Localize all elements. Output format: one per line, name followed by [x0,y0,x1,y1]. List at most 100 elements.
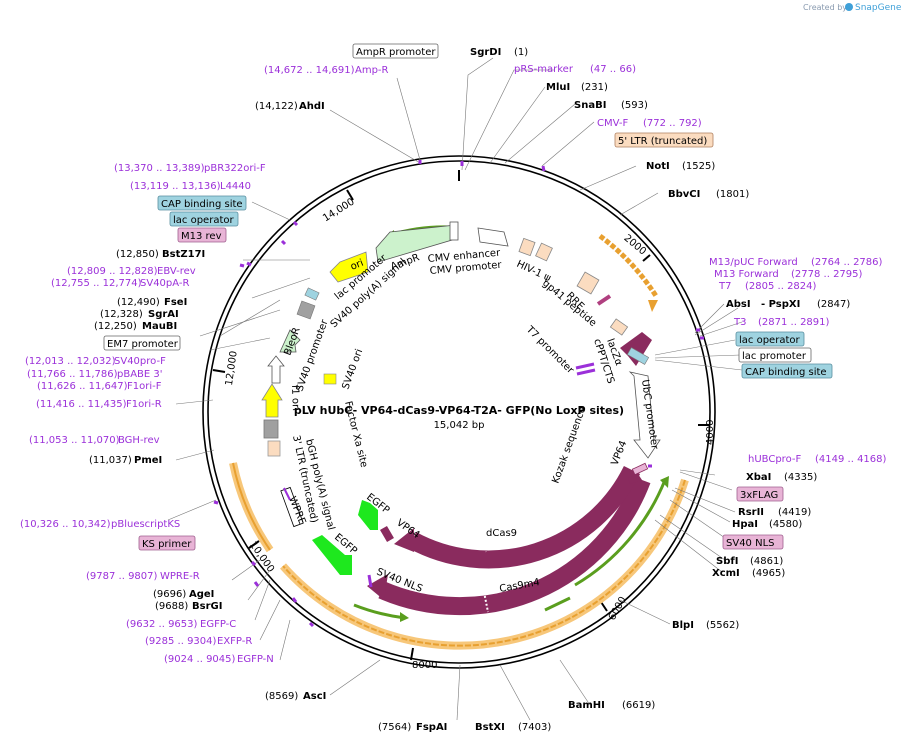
svg-text:pBR322ori-F: pBR322ori-F [204,163,266,174]
svg-text:- PspXI: - PspXI [761,299,800,310]
svg-text:M13/pUC Forward: M13/pUC Forward [709,257,798,268]
arrow-head [400,612,409,622]
svg-text:hUBCpro-F: hUBCpro-F [748,454,801,465]
site-label: (12,850)BstZ17I [116,249,205,260]
svg-text:(9632 .. 9653): (9632 .. 9653) [126,619,198,630]
svg-text:AbsI: AbsI [726,299,751,310]
feature-cas9m4 [378,476,651,616]
svg-text:(11,416 .. 11,435): (11,416 .. 11,435) [36,399,127,410]
feature-t7-mark [575,362,595,370]
svg-text:(4965): (4965) [752,568,785,579]
feature-arc-orange-line [282,479,686,647]
svg-text:AgeI: AgeI [189,589,214,600]
svg-text:CAP binding site: CAP binding site [745,367,827,378]
svg-text:F1ori-F: F1ori-F [127,381,162,392]
feature-label-vp64-a: VP64 [610,439,630,467]
svg-text:3xFLAG: 3xFLAG [740,490,778,501]
svg-text:KS primer: KS primer [142,539,192,550]
site-label: RsrII(4419) [738,507,811,518]
svg-text:(11,037): (11,037) [89,455,132,466]
feature-arc-green-right [574,479,667,587]
boxed-label: M13 rev [177,227,227,243]
svg-text:M13 Forward: M13 Forward [714,269,779,280]
svg-text:BlpI: BlpI [672,620,694,631]
arrow-head [648,300,658,312]
feature-sv40-ori-block [323,373,337,385]
primer-label: (14,672 .. 14,691)Amp-R [264,65,389,76]
tick-label: 4000 [705,420,716,445]
site-label: (12,250)MauBI [94,321,177,332]
site-label: (12,490)FseI [117,297,187,308]
feature-label-ori: ori [349,258,365,273]
svg-text:BstZ17I: BstZ17I [162,249,205,260]
primer-label: T3(2871 .. 2891) [733,317,830,328]
feature-vp64-block [628,474,642,484]
site-label: NotI(1525) [646,161,715,172]
svg-text:FseI: FseI [164,297,187,308]
svg-text:pRS-marker: pRS-marker [514,64,574,75]
svg-text:(2778 .. 2795): (2778 .. 2795) [791,269,863,280]
svg-text:EXFP-R: EXFP-R [217,636,252,647]
svg-text:(4861): (4861) [750,556,783,567]
feature-ampr-promoter-block [449,221,459,241]
svg-text:EGFP-N: EGFP-N [237,654,274,665]
feature-label-f1-ori: f1 ori [289,385,301,411]
site-label: (12,328)SgrAI [100,309,179,320]
svg-text:RsrII: RsrII [738,507,764,518]
primer-label: (9285 .. 9304)EXFP-R [145,636,252,647]
boxed-label: KS primer [138,535,196,551]
svg-text:(2871 .. 2891): (2871 .. 2891) [758,317,830,328]
feature-arc-green-small [544,596,571,612]
svg-text:(9024 .. 9045): (9024 .. 9045) [164,654,236,665]
site-label: (14,122)AhdI [255,101,325,112]
svg-text:BsrGI: BsrGI [192,601,222,612]
feature-ori-top [329,251,369,283]
svg-text:MluI: MluI [546,82,570,93]
svg-text:(9787 .. 9807): (9787 .. 9807) [86,571,158,582]
svg-text:(47 .. 66): (47 .. 66) [590,64,636,75]
svg-text:T7: T7 [718,281,731,292]
svg-text:5' LTR (truncated): 5' LTR (truncated) [618,136,707,147]
svg-text:XcmI: XcmI [712,568,740,579]
svg-text:(14,672 .. 14,691): (14,672 .. 14,691) [264,65,355,76]
svg-text:(5562): (5562) [706,620,739,631]
svg-text:(1801): (1801) [716,189,749,200]
svg-text:SbfI: SbfI [716,556,738,567]
feature-label-t7-promoter: T7 promoter [523,324,576,377]
svg-text:(9688): (9688) [155,601,188,612]
svg-text:(11,053 .. 11,070): (11,053 .. 11,070) [29,435,120,446]
svg-text:(6619): (6619) [622,700,655,711]
svg-text:SV40pro-F: SV40pro-F [114,356,166,367]
separator [482,531,487,553]
svg-text:(4149 .. 4168): (4149 .. 4168) [815,454,887,465]
feature-gp41 [596,294,612,306]
svg-text:(231): (231) [581,82,608,93]
primer-label: T7(2805 .. 2824) [718,281,817,292]
site-label: XcmI (4965) [712,568,785,579]
feature-arc-orange-left [229,462,274,553]
snapgene-logo-icon [845,3,853,11]
boxed-label: SV40 NLS [722,534,784,550]
tick-label: 6000 [607,595,629,623]
svg-text:lac operator: lac operator [173,215,234,226]
svg-text:pBluescriptKS: pBluescriptKS [111,519,180,530]
site-label: SgrDI(1) [470,47,528,58]
boxed-label: 5' LTR (truncated) [614,132,714,148]
boxed-label: EM7 promoter [103,335,181,351]
feature-lac-small [304,287,320,301]
feature-dcas9 [407,465,641,569]
feature-t7-mark-b [576,368,596,376]
primer-label: pRS-marker (47 .. 66) [514,64,636,75]
feature-gray-block [263,419,279,439]
site-label: (9688) BsrGI [155,601,222,612]
primer-mark [283,487,291,501]
boxed-label: lac operator [169,211,239,227]
svg-text:SV40pA-R: SV40pA-R [140,278,189,289]
feature-ampr-arrow [375,224,457,263]
svg-text:(12,850): (12,850) [116,249,159,260]
feature-label-kozak: Kozak sequence [550,405,588,485]
svg-text:WPRE-R: WPRE-R [160,571,200,582]
boxed-label: lac promoter [738,347,812,363]
feature-bleor-arrow [279,329,301,353]
